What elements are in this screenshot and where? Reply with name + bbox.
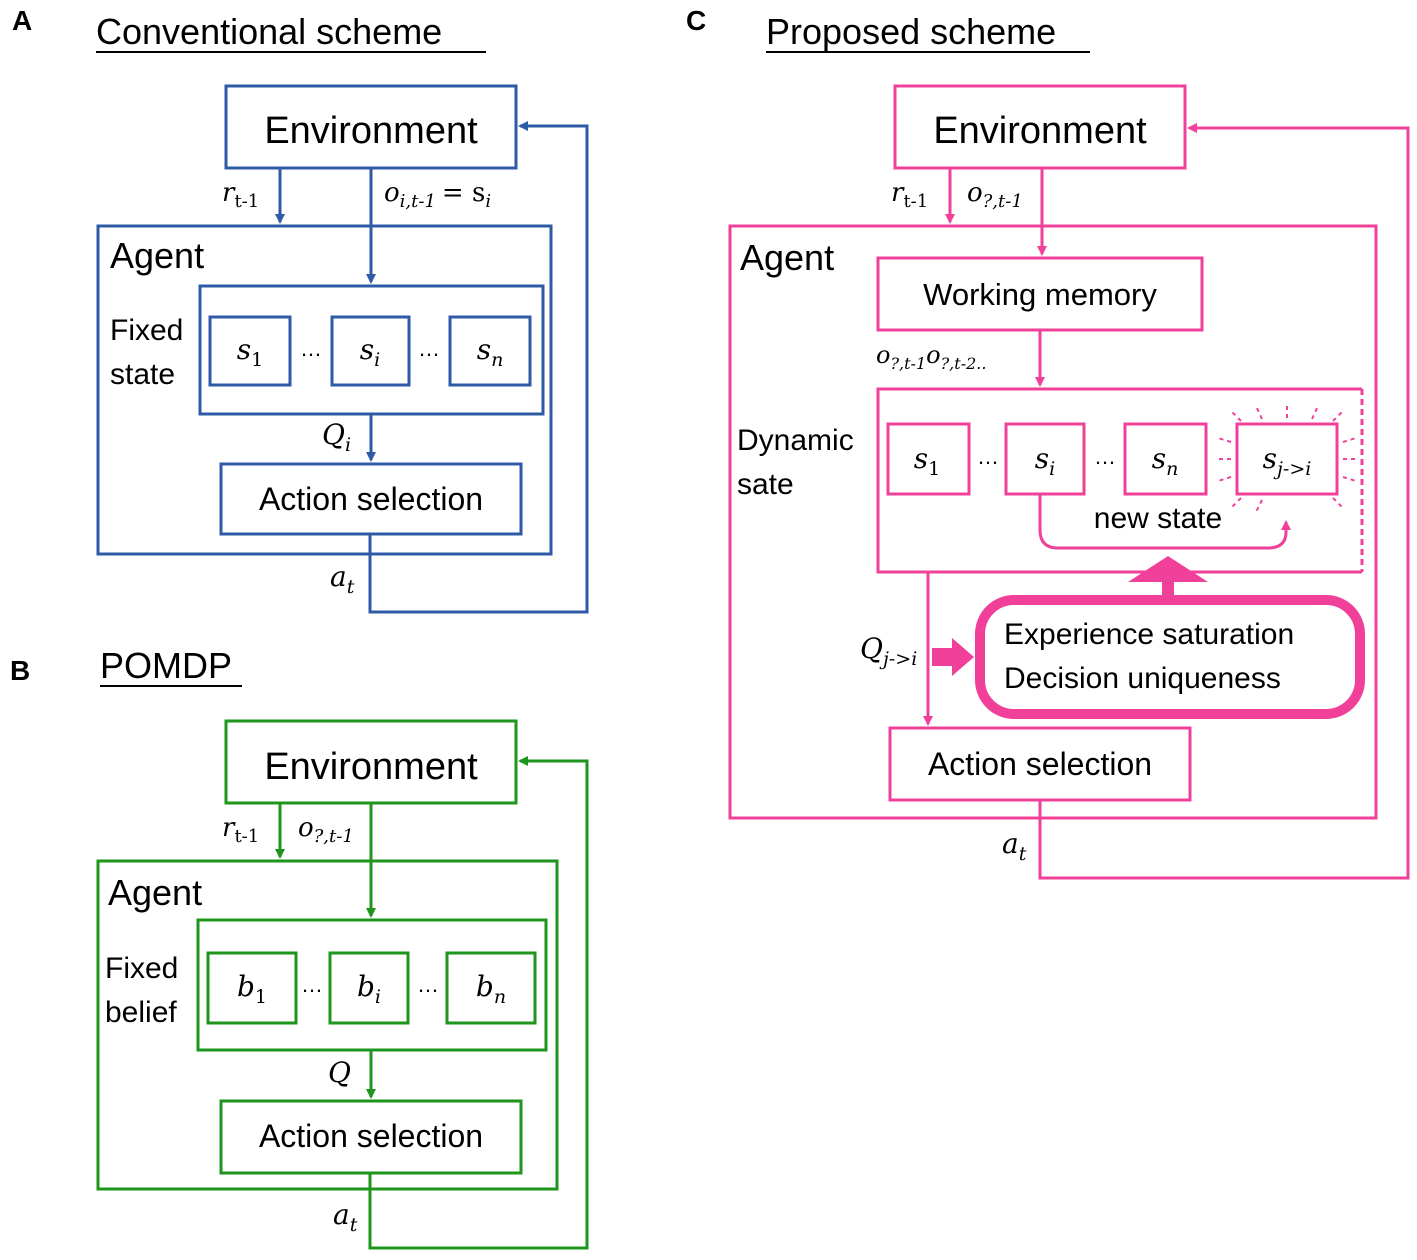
panel-a-side-label-2: state [110, 358, 175, 391]
panel-a-letter: A [12, 5, 32, 36]
panel-c-reward-label: rt-1 [891, 178, 928, 212]
panel-c-ellipsis-2: … [1094, 444, 1116, 469]
panel-a-observation-label: oi,t-1= si [384, 178, 491, 212]
panel-c-side-label-1: Dynamic [737, 424, 854, 457]
panel-c-title: Proposed scheme [766, 11, 1056, 52]
panel-a-action-output-label: at [330, 560, 355, 598]
panel-b-title: POMDP [100, 645, 232, 686]
panel-c-environment-label: Environment [933, 110, 1147, 152]
panel-a-state-n-label: sn [477, 333, 504, 371]
panel-c-letter: C [686, 5, 706, 36]
panel-b-belief-box-1 [206, 951, 298, 1025]
panel-a-ellipsis-2: … [418, 336, 440, 361]
panel-b: B POMDP Environment Agent Fixed belief r… [10, 645, 589, 1250]
panel-b-action-feedback-arrow [368, 756, 589, 1250]
panel-c-agent-label: Agent [740, 237, 834, 278]
panel-b-letter: B [10, 655, 30, 686]
panel-c-state-group-box [876, 387, 1362, 574]
panel-a: A Conventional scheme Environment Agent … [12, 5, 589, 614]
panel-b-belief-1-label: b1 [237, 970, 267, 1008]
panel-c-agent-box [728, 224, 1378, 820]
panel-b-observation-label: o?,t-1 [298, 813, 354, 847]
panel-b-side-label-1: Fixed [105, 952, 178, 985]
panel-a-environment-label: Environment [264, 110, 478, 152]
panel-a-agent-label: Agent [110, 235, 204, 276]
panel-b-action-label: Action selection [259, 1118, 483, 1154]
panel-c-environment-box [893, 84, 1187, 170]
panel-a-action-feedback-arrow [368, 121, 589, 614]
panel-a-state-i-label: si [360, 333, 380, 371]
panel-a-ellipsis-1: … [300, 336, 322, 361]
panel-c-criteria-left-arrow [932, 638, 974, 676]
panel-c-side-label-2: sate [737, 468, 794, 501]
panel-c-action-output-label: at [1002, 827, 1027, 865]
panel-c-working-memory-label: Working memory [923, 277, 1157, 312]
panel-c-criteria-line-2: Decision uniqueness [1004, 662, 1281, 695]
panel-a-state-box-n [448, 315, 532, 387]
panel-c-new-state-arrow [1038, 494, 1291, 550]
panel-b-belief-n-label: bn [476, 970, 506, 1008]
panel-c-new-state-glow [1216, 404, 1358, 513]
panel-a-action-label: Action selection [259, 481, 483, 517]
panel-a-state-box-i [330, 315, 411, 387]
panel-c-memory-output-label: o?,t-1o?,t-2.. [876, 341, 986, 373]
panel-a-reward-label: rt-1 [222, 178, 259, 212]
panel-b-environment-label: Environment [264, 746, 478, 788]
panel-c-new-state-box [1235, 422, 1339, 496]
panel-a-q-label: Qi [322, 418, 351, 456]
panel-c-state-box-i [1004, 422, 1086, 496]
panel-b-belief-i-label: bi [357, 970, 381, 1008]
panel-b-belief-box-n [445, 951, 537, 1025]
panel-c-new-state-caption: new state [1094, 502, 1222, 535]
panel-a-title: Conventional scheme [96, 11, 442, 52]
panel-c-state-n-label: sn [1152, 442, 1179, 480]
panel-b-action-output-label: at [333, 1198, 358, 1236]
panel-b-belief-box-i [328, 951, 410, 1025]
panel-a-agent-box [96, 224, 553, 556]
panel-c-observation-label: o?,t-1 [967, 178, 1023, 212]
panel-c-ellipsis-1: … [977, 444, 999, 469]
panel-b-ellipsis-2: … [417, 972, 439, 997]
panel-c-action-label: Action selection [928, 746, 1152, 782]
panel-c-action-feedback-arrow [1038, 123, 1410, 880]
panel-b-reward-label: rt-1 [222, 813, 259, 847]
panel-b-q-label: Q [328, 1056, 351, 1089]
panel-b-agent-box [96, 859, 559, 1191]
panel-a-state-box-1 [208, 315, 292, 387]
panel-c-state-1-label: s1 [914, 442, 940, 480]
panel-c-state-box-1 [886, 422, 971, 496]
panel-c-criteria-up-arrow [1128, 556, 1208, 596]
panel-a-state-1-label: s1 [237, 333, 263, 371]
panel-c-criteria-box [975, 595, 1365, 719]
panel-b-ellipsis-1: … [301, 972, 323, 997]
panel-b-agent-label: Agent [108, 872, 202, 913]
panel-c: C Proposed scheme [686, 5, 1410, 880]
panel-b-side-label-2: belief [105, 996, 177, 1029]
panel-c-state-i-label: si [1035, 442, 1055, 480]
panel-c-q-label: Qj->i [860, 632, 917, 670]
panel-c-state-box-n [1123, 422, 1208, 496]
panel-c-criteria-line-1: Experience saturation [1004, 618, 1294, 651]
panel-a-side-label-1: Fixed [110, 314, 183, 347]
panel-c-new-state-label: sj->i [1263, 442, 1312, 480]
